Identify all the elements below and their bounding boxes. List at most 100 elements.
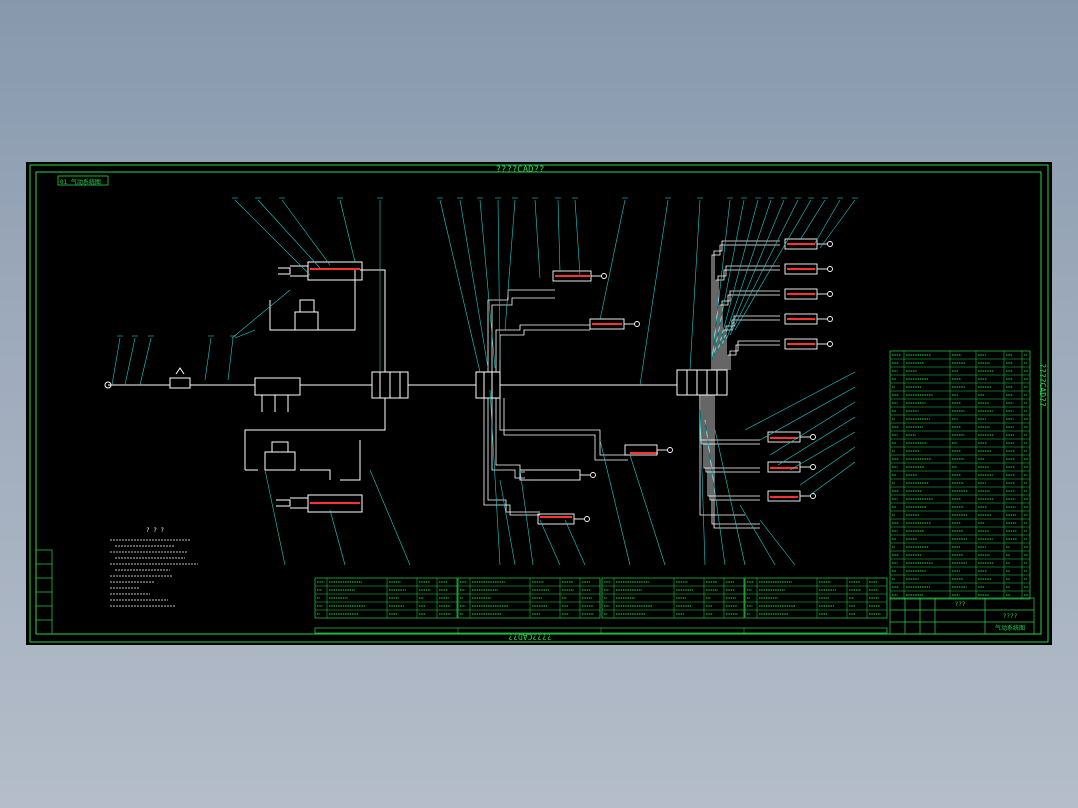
branch-line (721, 290, 780, 370)
leader (459, 199, 489, 369)
leader (689, 199, 701, 371)
leader (711, 199, 731, 361)
leader (777, 416, 856, 466)
cylinder-end (827, 341, 833, 347)
component-markers (310, 243, 815, 518)
notes-heading: ? ? ? (146, 527, 164, 534)
cylinder-end (590, 472, 596, 478)
leader (557, 199, 561, 273)
branch-line (483, 398, 540, 516)
grid-frame (889, 350, 1031, 600)
cylinder-end (810, 464, 816, 470)
branch-line (495, 398, 525, 473)
leader (819, 199, 856, 249)
leader (799, 199, 826, 241)
branch-line (503, 398, 628, 461)
leader (231, 289, 291, 339)
leader (721, 199, 772, 346)
cylinder-end (810, 434, 816, 440)
outer-frame (29, 164, 1049, 643)
leader (329, 509, 346, 566)
drawing-name: 气动系统图 (995, 624, 1025, 632)
branch-line (729, 340, 780, 370)
cylinder-end (634, 321, 640, 327)
branch-line (727, 344, 780, 370)
leader (497, 199, 501, 361)
left-revision-strip (35, 549, 53, 635)
leader (734, 199, 812, 331)
cylinder-end (584, 516, 590, 522)
cylinder-end (601, 273, 607, 279)
leader (713, 199, 745, 356)
leader (599, 439, 631, 566)
leader (789, 431, 856, 471)
leader (744, 371, 856, 431)
top-title: ????CAD?? (496, 165, 545, 175)
leader (639, 199, 669, 386)
side-title: ????CAD?? (1038, 363, 1047, 407)
leader (729, 199, 799, 336)
branch-line (487, 398, 540, 513)
leader (111, 337, 121, 386)
branch-line (711, 395, 760, 525)
cylinder-end (827, 316, 833, 322)
leader (234, 329, 256, 339)
leader (599, 199, 626, 321)
title-block-label-a: ??? (955, 601, 966, 608)
leader (339, 199, 356, 263)
grid-frame (744, 577, 888, 619)
drawing-sheet (26, 162, 1052, 645)
branch-line (495, 324, 590, 372)
leader (759, 386, 856, 441)
leader (489, 389, 501, 566)
cylinder-end (827, 241, 833, 247)
bottom-parts-list (314, 577, 888, 634)
valve-b-branch-lines (483, 289, 628, 516)
branch-line (725, 315, 780, 370)
branch-line (719, 294, 780, 370)
bottom-title: ????CAD?? (508, 632, 552, 641)
manifold-branch-lines (699, 240, 780, 529)
grid-frame (314, 577, 458, 619)
leader (814, 199, 841, 244)
leader (704, 419, 726, 566)
leader (539, 519, 561, 566)
leader (629, 454, 666, 566)
branch-line (715, 269, 780, 370)
branch-line (711, 244, 780, 370)
leader (439, 199, 481, 373)
leader (699, 409, 706, 566)
leader (534, 199, 541, 279)
grid-frame (457, 577, 601, 619)
leader (124, 337, 136, 386)
corner-tag-box (57, 175, 109, 186)
callout-leader-lines (111, 197, 858, 566)
leader (799, 446, 856, 486)
leader (204, 337, 212, 381)
leader (264, 469, 286, 566)
branch-line (709, 395, 760, 501)
technical-notes (110, 539, 198, 607)
branch-line (713, 395, 760, 529)
leader (714, 429, 746, 566)
cylinder-end (827, 291, 833, 297)
cylinder-end (827, 266, 833, 272)
leader (759, 519, 796, 566)
title-block-label-b: ???? (1003, 613, 1018, 620)
inner-frame (35, 171, 1042, 635)
leader (281, 199, 331, 266)
branch-line (499, 398, 628, 456)
branch-line (703, 395, 760, 469)
corner-tag: 01 气动系统图 (60, 178, 101, 186)
pneumatic-circuit (104, 261, 728, 513)
leader (725, 199, 785, 341)
right-parts-list (889, 350, 1031, 600)
leader (769, 401, 856, 456)
leader (499, 479, 516, 566)
leader (574, 199, 581, 276)
branch-line (705, 395, 760, 473)
leader (479, 199, 496, 369)
leader (519, 469, 534, 566)
leader (139, 337, 152, 386)
